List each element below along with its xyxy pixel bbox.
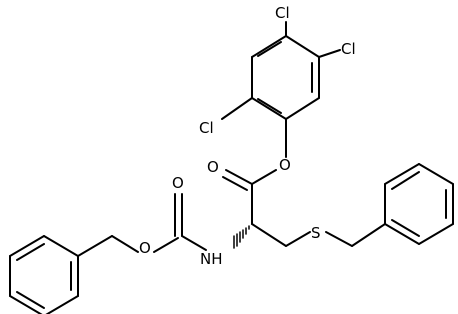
hashed-wedge-bond (233, 225, 250, 249)
bond-ester-c-o-double-2 (222, 176, 248, 191)
bond-o-ch2 (111, 235, 139, 253)
atom-label-carbamate-o: O (139, 239, 151, 257)
atom-label-cl-right: Cl (341, 40, 356, 58)
atom-label-s: S (311, 224, 321, 242)
bond-alpha-ch2 (251, 223, 287, 247)
benzyl-ring-right (384, 163, 454, 245)
bond-s-ch2 (325, 231, 353, 247)
atom-label-cl-top: Cl (275, 4, 290, 22)
trichlorophenyl-ring (251, 35, 320, 120)
atom-label-cl-left: Cl (199, 119, 214, 137)
bond-ester-c-o-double-1 (225, 169, 253, 185)
benzyl-ring-left (9, 235, 79, 314)
bond-nh-carbamate (181, 235, 207, 251)
atom-label-carbonyl-o-carbamate: O (172, 174, 184, 192)
bond-o-carbonyl (251, 169, 277, 185)
atom-label-ester-o: O (279, 156, 291, 174)
bond-carbamate-o (153, 237, 179, 253)
atom-label-carbonyl-o-ester: O (207, 158, 219, 176)
bond-cl-left (221, 97, 253, 120)
bond-cl-right (318, 49, 341, 58)
bond-ch2-s (285, 231, 311, 247)
bond-ch2-phenyl-left (77, 235, 113, 257)
atom-label-nh: NH (200, 250, 223, 268)
bond-ch2-phenyl-right (351, 223, 386, 247)
